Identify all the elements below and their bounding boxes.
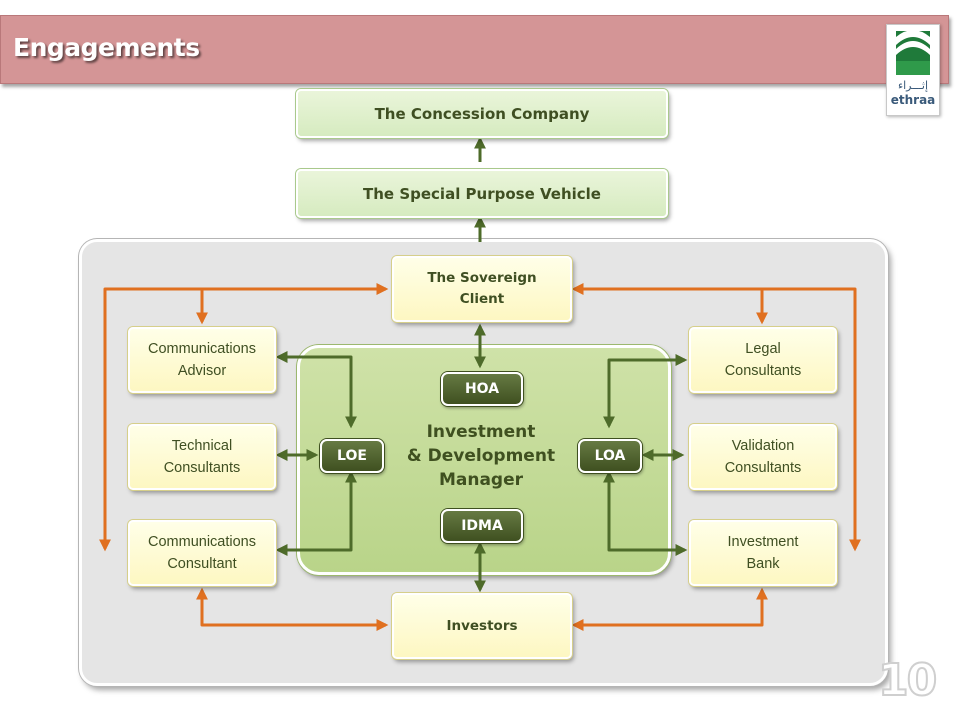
page-title: Engagements (13, 33, 200, 62)
communications-advisor-label: Communications Advisor (148, 340, 256, 379)
title-banner: Engagements (0, 15, 949, 84)
page-number: 10 (877, 654, 938, 707)
logo-text: ethraa (890, 93, 936, 107)
investors-box: Investors (392, 593, 572, 659)
loe-pill: LOE (320, 439, 384, 473)
communications-advisor-box: Communications Advisor (128, 327, 276, 393)
loe-label: LOE (337, 448, 367, 464)
sovereign-client-box: The Sovereign Client (392, 256, 572, 322)
logo-emblem-icon (896, 30, 930, 75)
special-purpose-vehicle-box: The Special Purpose Vehicle (296, 169, 668, 218)
concession-company-box: The Concession Company (296, 89, 668, 138)
ethraa-logo: إثـــراء ethraa (886, 24, 940, 116)
logo-arabic-text: إثـــراء (897, 79, 929, 92)
hoa-label: HOA (464, 381, 500, 397)
technical-consultants-label: Technical Consultants (163, 437, 241, 476)
idma-label: IDMA (461, 518, 503, 534)
validation-consultants-box: Validation Consultants (689, 424, 837, 490)
investors-label: Investors (446, 617, 518, 634)
idma-pill: IDMA (441, 509, 523, 543)
hoa-pill: HOA (441, 372, 523, 406)
investment-development-manager-label: Investment & Development Manager (406, 422, 556, 490)
investment-bank-box: Investment Bank (689, 520, 837, 586)
technical-consultants-box: Technical Consultants (128, 424, 276, 490)
special-purpose-vehicle-label: The Special Purpose Vehicle (363, 184, 601, 203)
legal-consultants-label: Legal Consultants (724, 340, 802, 379)
loa-label: LOA (594, 448, 626, 464)
sovereign-client-label: The Sovereign Client (427, 270, 537, 307)
validation-consultants-label: Validation Consultants (724, 437, 802, 476)
communications-consultant-box: Communications Consultant (128, 520, 276, 586)
concession-company-label: The Concession Company (374, 104, 590, 123)
investment-bank-label: Investment Bank (727, 533, 799, 572)
legal-consultants-box: Legal Consultants (689, 327, 837, 393)
communications-consultant-label: Communications Consultant (148, 533, 256, 572)
loa-pill: LOA (578, 439, 642, 473)
